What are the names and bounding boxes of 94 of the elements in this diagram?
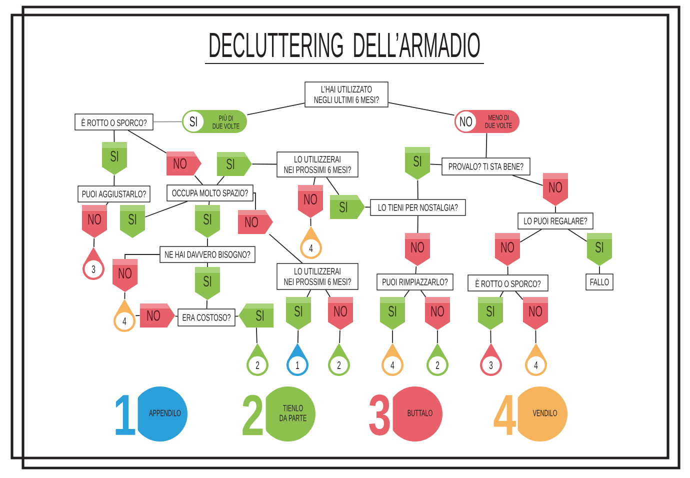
connector-line bbox=[256, 327, 258, 344]
connector-line bbox=[194, 175, 204, 186]
answer-tag: SI bbox=[195, 205, 220, 238]
question-box: LO UTILIZZERAI NEI PROSSIMI 6 MESI? bbox=[276, 152, 358, 178]
connector-line bbox=[216, 176, 225, 186]
answer-tag: NO bbox=[523, 297, 548, 330]
connector-line bbox=[93, 238, 95, 248]
answer-tag: SI bbox=[286, 297, 311, 330]
answer-tag: SI bbox=[120, 205, 145, 238]
action-box: FALLO bbox=[586, 274, 614, 290]
connector-line bbox=[124, 254, 160, 260]
connector-line bbox=[599, 266, 600, 274]
connector-line bbox=[252, 164, 278, 165]
arrow-tag: SI bbox=[330, 195, 365, 219]
question-box: NE HAI DAVVERO BISOGNO? bbox=[160, 246, 256, 263]
connector-line bbox=[297, 330, 299, 344]
connector-line bbox=[252, 192, 256, 210]
connector-line bbox=[339, 330, 340, 344]
connector-line bbox=[417, 215, 418, 234]
question-box: L’HAI UTILIZZATO NEGLI ULTIMI 6 MESI? bbox=[304, 82, 388, 108]
title: DECLUTTERING DELL’ARMADIO bbox=[210, 32, 480, 58]
answer-tag: NO bbox=[543, 173, 568, 206]
question-box: LO UTILIZZERAI NEI PROSSIMI 6 MESI? bbox=[276, 263, 358, 290]
arrow-tag: SI bbox=[238, 304, 274, 328]
connector-line bbox=[106, 202, 109, 206]
question-box: OCCUPA MOLTO SPAZIO? bbox=[166, 184, 254, 202]
connector-line bbox=[555, 206, 556, 214]
connector-line bbox=[234, 316, 239, 317]
legend-number: 3 bbox=[366, 393, 393, 437]
question-box: PUOI RIMPIAZZARLO? bbox=[376, 274, 454, 290]
connector-line bbox=[306, 289, 312, 298]
connector-line bbox=[486, 132, 488, 158]
connector-line bbox=[114, 174, 115, 186]
connector-line bbox=[326, 176, 340, 196]
legend-number: 4 bbox=[492, 394, 518, 436]
arrow-tag: NO bbox=[140, 304, 175, 328]
answer-tag: SI bbox=[102, 142, 127, 175]
connector-line bbox=[515, 290, 524, 300]
connector-line bbox=[114, 130, 115, 142]
connector-line bbox=[430, 164, 442, 166]
connector-line bbox=[500, 290, 504, 298]
connector-line bbox=[208, 200, 210, 206]
connector-line bbox=[535, 330, 536, 344]
question-box: LO PUOI REGALARE? bbox=[518, 212, 594, 230]
arrow-tag: SI bbox=[217, 152, 252, 176]
answer-tag: SI bbox=[405, 147, 430, 180]
connector-line bbox=[490, 330, 492, 344]
answer-pill bbox=[182, 110, 247, 133]
question-box: PROVALO? TI STA BENE? bbox=[442, 158, 530, 176]
connector-line bbox=[437, 330, 438, 344]
answer-tag: NO bbox=[425, 297, 450, 330]
answer-tag: NO bbox=[82, 205, 107, 238]
connector-line bbox=[152, 121, 182, 122]
connector-line bbox=[206, 300, 208, 310]
answer-tag: SI bbox=[478, 297, 503, 330]
connector-line bbox=[415, 266, 417, 274]
connector-line bbox=[392, 330, 393, 344]
connector-line bbox=[325, 289, 331, 298]
answer-tag: NO bbox=[405, 233, 430, 266]
arrow-tag: NO bbox=[238, 210, 273, 234]
connector-line bbox=[520, 228, 542, 243]
answer-pill bbox=[454, 110, 520, 133]
question-box: ERA COSTOSO? bbox=[178, 308, 236, 326]
answer-tag: NO bbox=[328, 297, 353, 330]
connector-line bbox=[404, 290, 410, 298]
arrow-tag: NO bbox=[166, 152, 202, 176]
answer-tag: NO bbox=[495, 233, 520, 266]
question-box: LO TIENI PER NOSTALGIA? bbox=[370, 199, 466, 216]
question-box: È ROTTO O SPORCO? bbox=[468, 274, 548, 292]
legend-number: 2 bbox=[240, 393, 266, 437]
connector-line bbox=[310, 218, 312, 226]
connector-line bbox=[313, 176, 316, 186]
answer-tag: NO bbox=[298, 185, 323, 218]
connector-line bbox=[135, 315, 140, 316]
connector-line bbox=[207, 238, 208, 247]
connector-line bbox=[420, 290, 426, 298]
connector-line bbox=[128, 130, 167, 154]
connector-line bbox=[388, 102, 455, 116]
connector-line bbox=[124, 292, 126, 300]
question-box: PUOI AGGIUSTARLO? bbox=[78, 186, 150, 202]
connector-line bbox=[507, 266, 508, 276]
answer-tag: SI bbox=[380, 297, 405, 330]
answer-tag: NO bbox=[112, 259, 138, 292]
connector-line bbox=[512, 174, 544, 186]
connector-line bbox=[144, 200, 188, 218]
connector-line bbox=[207, 262, 208, 268]
connector-line bbox=[568, 228, 588, 242]
connector-line bbox=[364, 206, 371, 208]
question-box: È ROTTO O SPORCO? bbox=[74, 114, 154, 130]
answer-tag: SI bbox=[195, 267, 220, 300]
connector-line bbox=[174, 316, 178, 317]
connector-line bbox=[246, 102, 306, 116]
connector-line bbox=[417, 180, 418, 200]
answer-tag: SI bbox=[587, 233, 612, 266]
